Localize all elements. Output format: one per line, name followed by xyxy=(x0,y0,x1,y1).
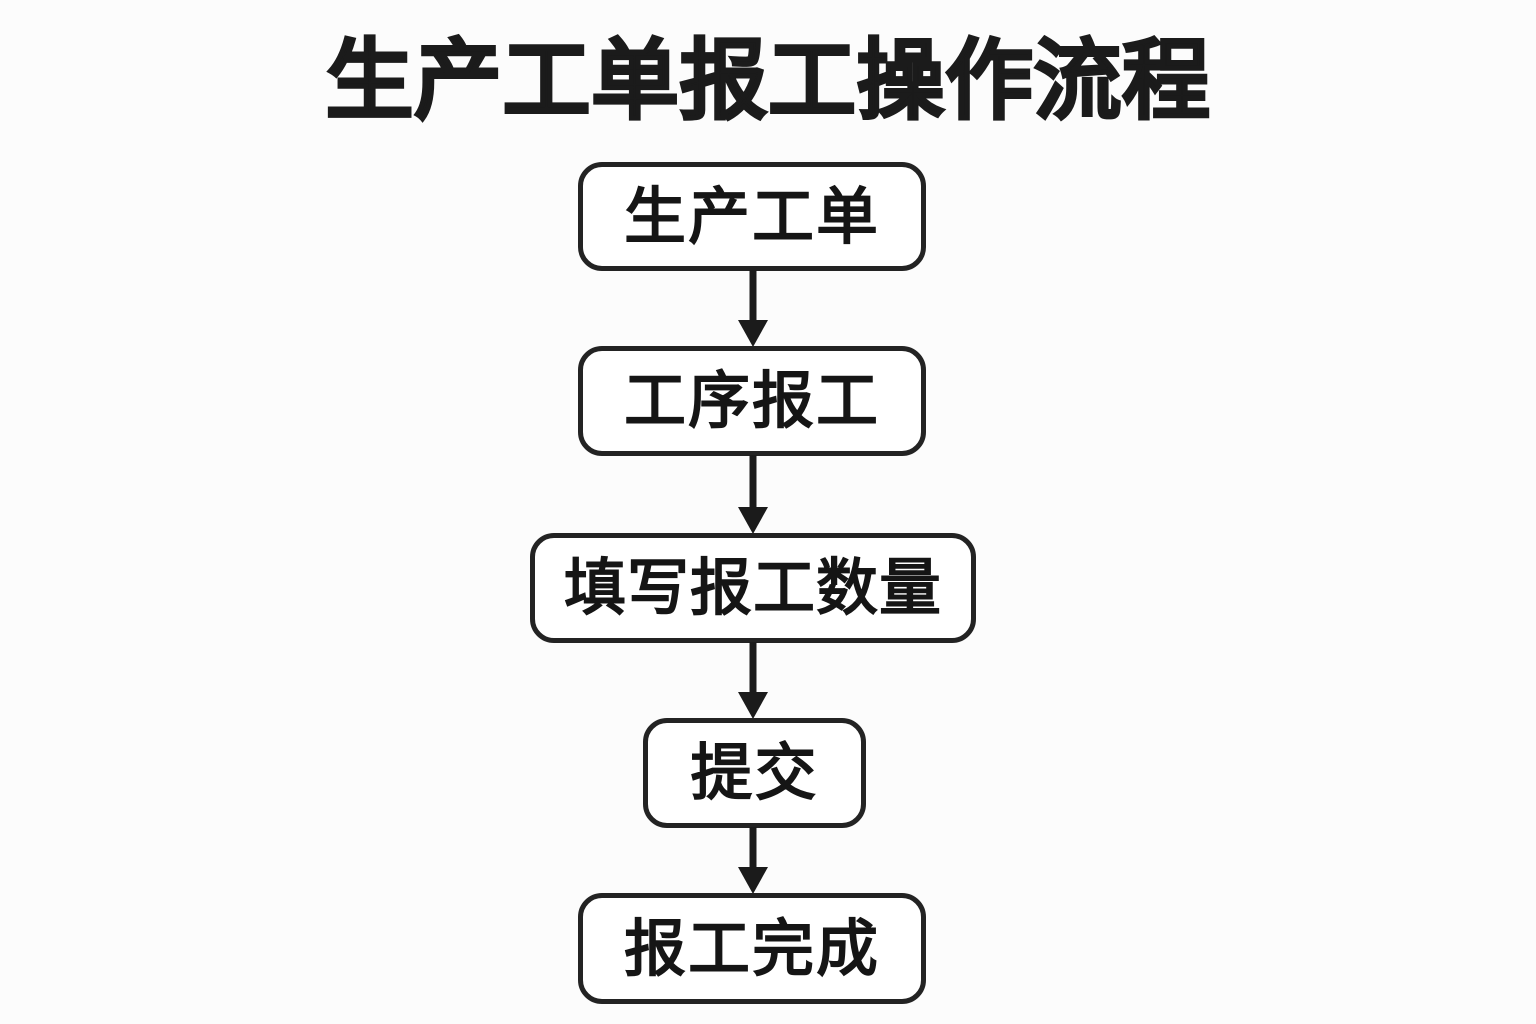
flow-arrow-1 xyxy=(737,270,769,347)
flow-node-label: 报工完成 xyxy=(623,911,880,985)
flow-arrow-4 xyxy=(737,827,769,894)
arrow-down-icon xyxy=(738,827,768,894)
arrow-down-icon xyxy=(738,642,768,719)
flow-node-production-work-order[interactable]: 生产工单 xyxy=(578,162,926,271)
flow-node-reporting-complete[interactable]: 报工完成 xyxy=(578,893,926,1004)
flow-node-submit[interactable]: 提交 xyxy=(643,718,866,828)
arrow-down-icon xyxy=(738,270,768,347)
arrow-down-icon xyxy=(738,455,768,534)
flow-node-fill-report-quantity[interactable]: 填写报工数量 xyxy=(530,533,976,643)
flow-node-process-reporting[interactable]: 工序报工 xyxy=(578,346,926,456)
flow-node-label: 生产工单 xyxy=(623,179,880,253)
flow-node-label: 填写报工数量 xyxy=(563,551,942,624)
flow-arrow-2 xyxy=(737,455,769,534)
flow-node-label: 提交 xyxy=(690,736,819,809)
flow-node-label: 工序报工 xyxy=(623,364,880,437)
flow-arrow-3 xyxy=(737,642,769,719)
page-title: 生产工单报工操作流程 xyxy=(324,28,1211,133)
